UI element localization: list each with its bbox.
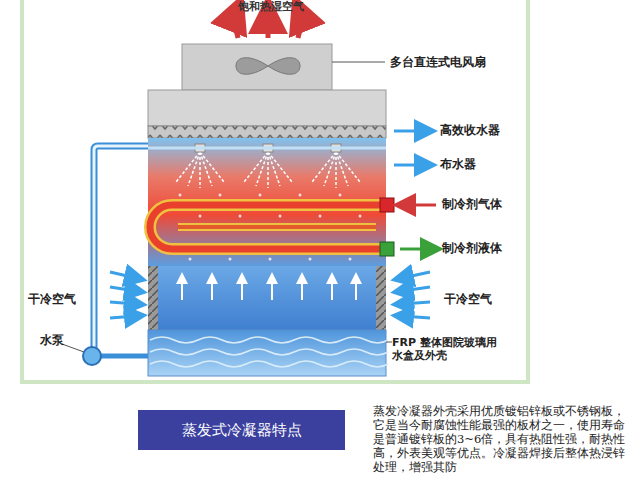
- description-text: 蒸发冷凝器外壳采用优质镀铝锌板或不锈钢板，它是当今耐腐蚀性能最强的板材之一，使用…: [373, 404, 635, 474]
- part-label: 布水器: [440, 157, 510, 171]
- part-label: 干冷空气: [28, 292, 98, 306]
- part-label: 水泵: [40, 333, 80, 347]
- part-label: 高效收水器: [440, 123, 530, 137]
- title-box: 蒸发式冷凝器特点: [138, 410, 345, 450]
- part-label: FRP 整体图院玻璃用 水盒及外壳: [392, 336, 510, 362]
- part-label: 多台直连式电风扇: [390, 55, 520, 69]
- part-label: 饱和热湿空气: [238, 0, 328, 13]
- part-label: 制冷剂液体: [442, 241, 532, 255]
- box-text: 蒸发式冷凝器特点: [182, 421, 302, 440]
- part-label: 制冷剂气体: [442, 197, 532, 211]
- part-label: 干冷空气: [444, 292, 514, 306]
